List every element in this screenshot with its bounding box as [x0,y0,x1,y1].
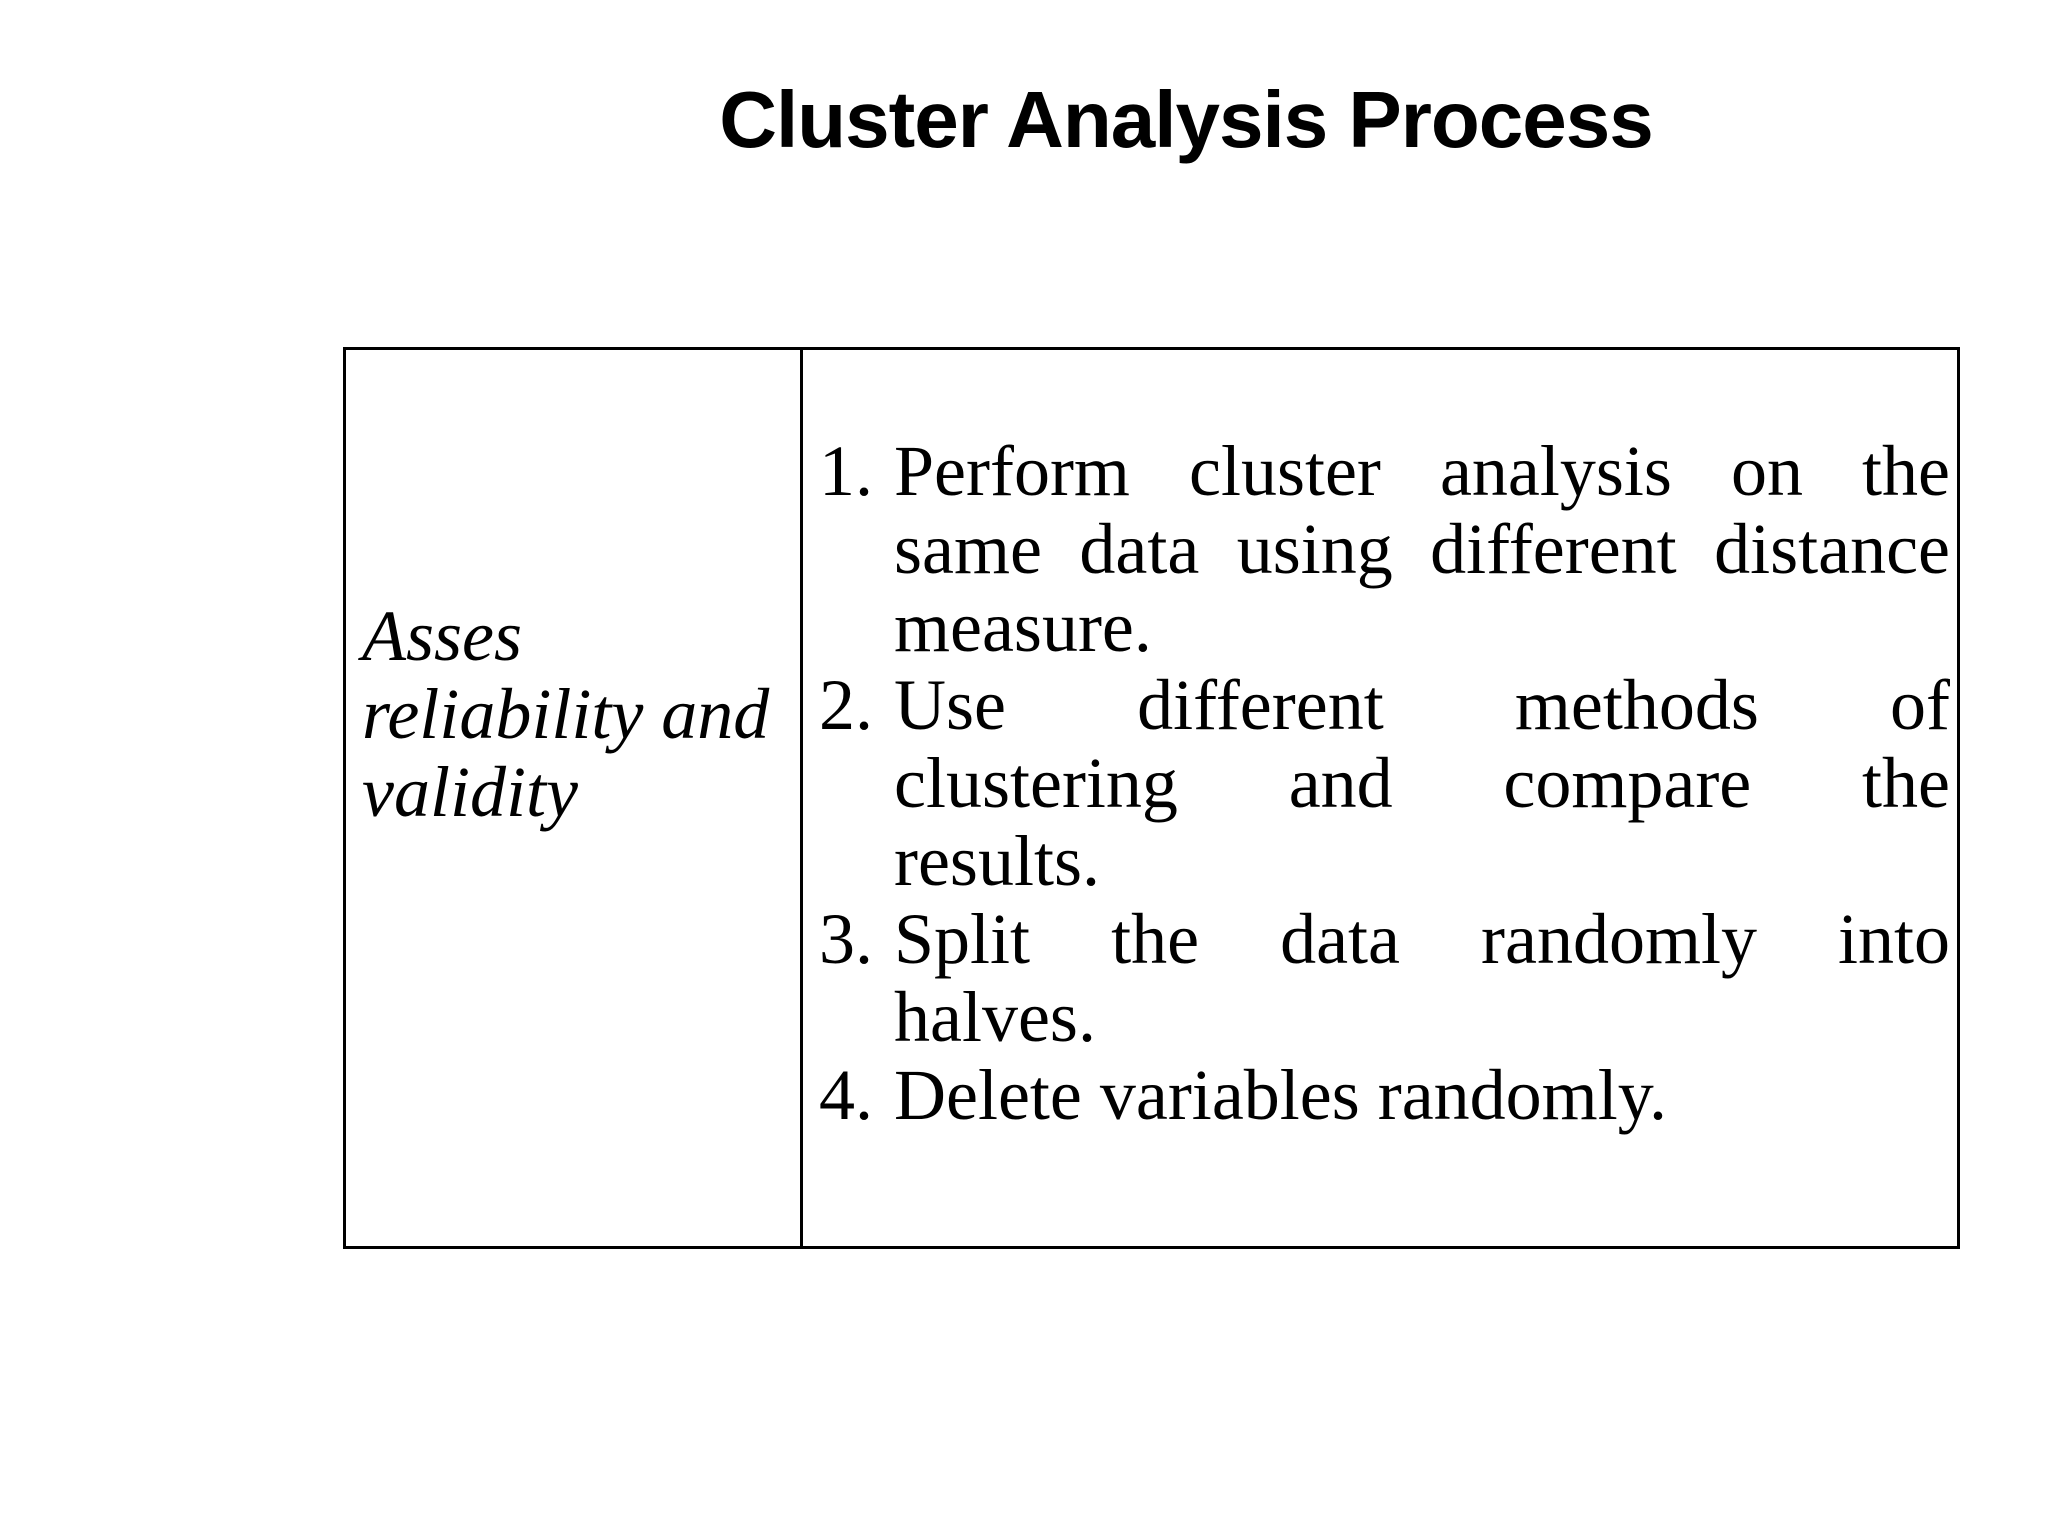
list-item-number: 3. [819,899,873,979]
text-line: measure. [894,587,1152,667]
text-line: Delete variables randomly. [894,1055,1668,1135]
slide-title: Cluster Analysis Process [719,75,1653,164]
text-line: Perform cluster analysis on the [894,431,1950,511]
list-item-number: 2. [819,665,873,745]
text-line: same data using different distance [894,509,1950,589]
text-line: clustering and compare the [894,743,1950,823]
text-line: Split the data randomly into [894,899,1950,979]
text-line: halves. [894,977,1096,1057]
text-line: reliability and [362,674,770,754]
list-item-number: 1. [819,431,873,511]
text-line: Asses [362,596,522,676]
text-line: results. [894,821,1100,901]
list-item: 4. Delete variables randomly. [819,1056,1950,1134]
list-item-number: 4. [819,1055,873,1135]
text-line: validity [362,752,578,832]
text-line: Use different methods of [894,665,1950,745]
